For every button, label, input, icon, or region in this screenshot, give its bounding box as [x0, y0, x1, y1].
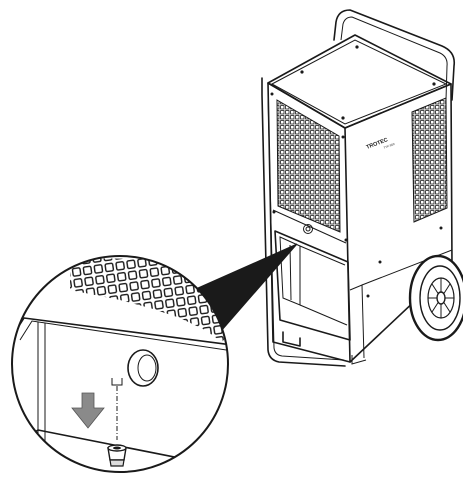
- base-foot: [282, 331, 301, 347]
- side-frame-tube: [261, 77, 346, 367]
- side-grille: [411, 97, 448, 223]
- side-panel: [344, 83, 453, 363]
- detail-drain-hole: [127, 349, 159, 387]
- drain-plug: [107, 444, 127, 467]
- front-grille: [276, 99, 341, 233]
- model-label: TTK 650: [383, 142, 395, 150]
- arrow-down-icon: [71, 392, 105, 429]
- dehumidifier-unit: TROTEC TTK 650: [261, 9, 463, 367]
- transport-handle: [333, 9, 456, 101]
- tank-compartment: [274, 230, 351, 341]
- drain-hole: [303, 224, 313, 234]
- wheel: [408, 254, 463, 342]
